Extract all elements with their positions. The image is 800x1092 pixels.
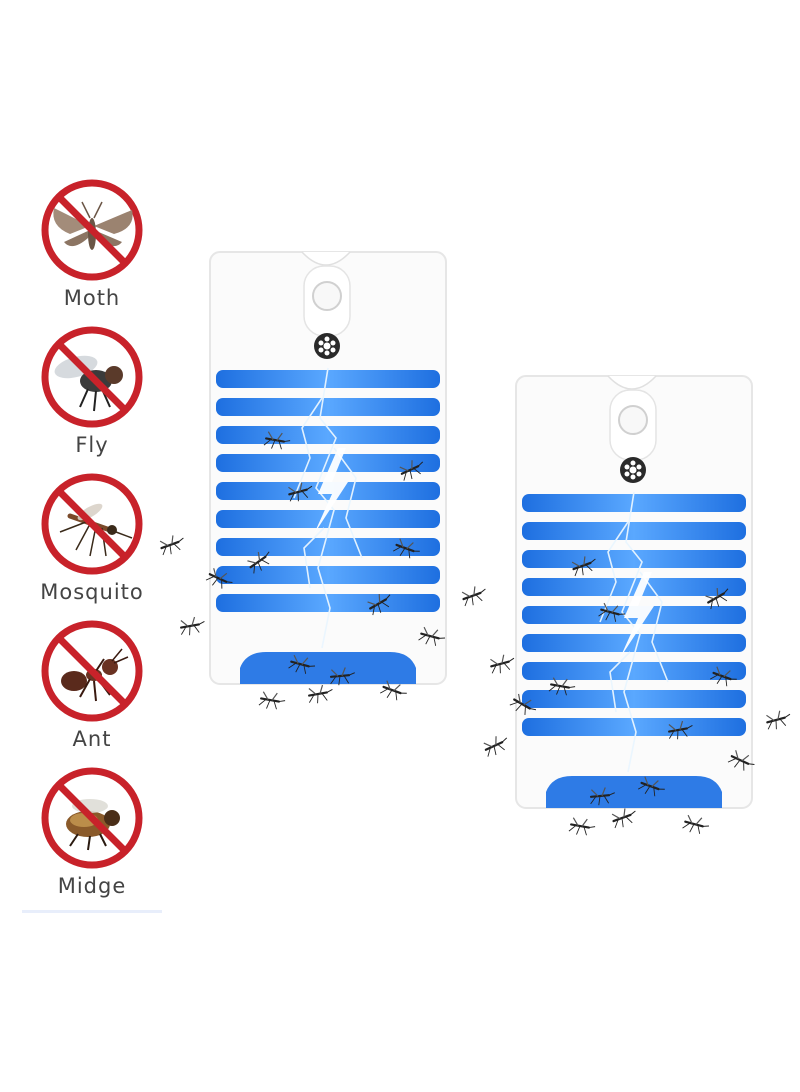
lightning-icon xyxy=(599,491,669,773)
lightning-bolt-icon xyxy=(314,448,348,534)
insect-item-ant: Ant xyxy=(22,619,162,765)
speaker-grille-icon xyxy=(620,457,646,483)
insect-list: Moth Fly Mosquito xyxy=(22,178,162,913)
lightning-icon xyxy=(293,367,363,649)
bug-zapper-left xyxy=(209,251,447,685)
speaker-grille-icon xyxy=(314,333,340,359)
button-icon xyxy=(312,281,342,311)
mosquito-icon xyxy=(41,473,143,575)
moth-icon xyxy=(41,179,143,281)
insect-label: Midge xyxy=(57,874,127,898)
insect-item-fly: Fly xyxy=(22,325,162,471)
insect-item-moth: Moth xyxy=(22,178,162,324)
collection-tray xyxy=(546,776,722,808)
insect-label: Mosquito xyxy=(40,580,144,604)
insect-label: Ant xyxy=(72,727,112,751)
lightning-bolt-icon xyxy=(620,572,654,658)
bug-zapper-right xyxy=(515,375,753,809)
insect-item-mosquito: Mosquito xyxy=(22,472,162,618)
collection-tray xyxy=(240,652,416,684)
insect-label: Fly xyxy=(75,433,109,457)
ant-icon xyxy=(41,620,143,722)
fly-icon xyxy=(41,326,143,428)
insect-label: Moth xyxy=(63,286,121,310)
insect-item-midge: Midge xyxy=(22,766,162,912)
button-icon xyxy=(618,405,648,435)
midge-icon xyxy=(41,767,143,869)
